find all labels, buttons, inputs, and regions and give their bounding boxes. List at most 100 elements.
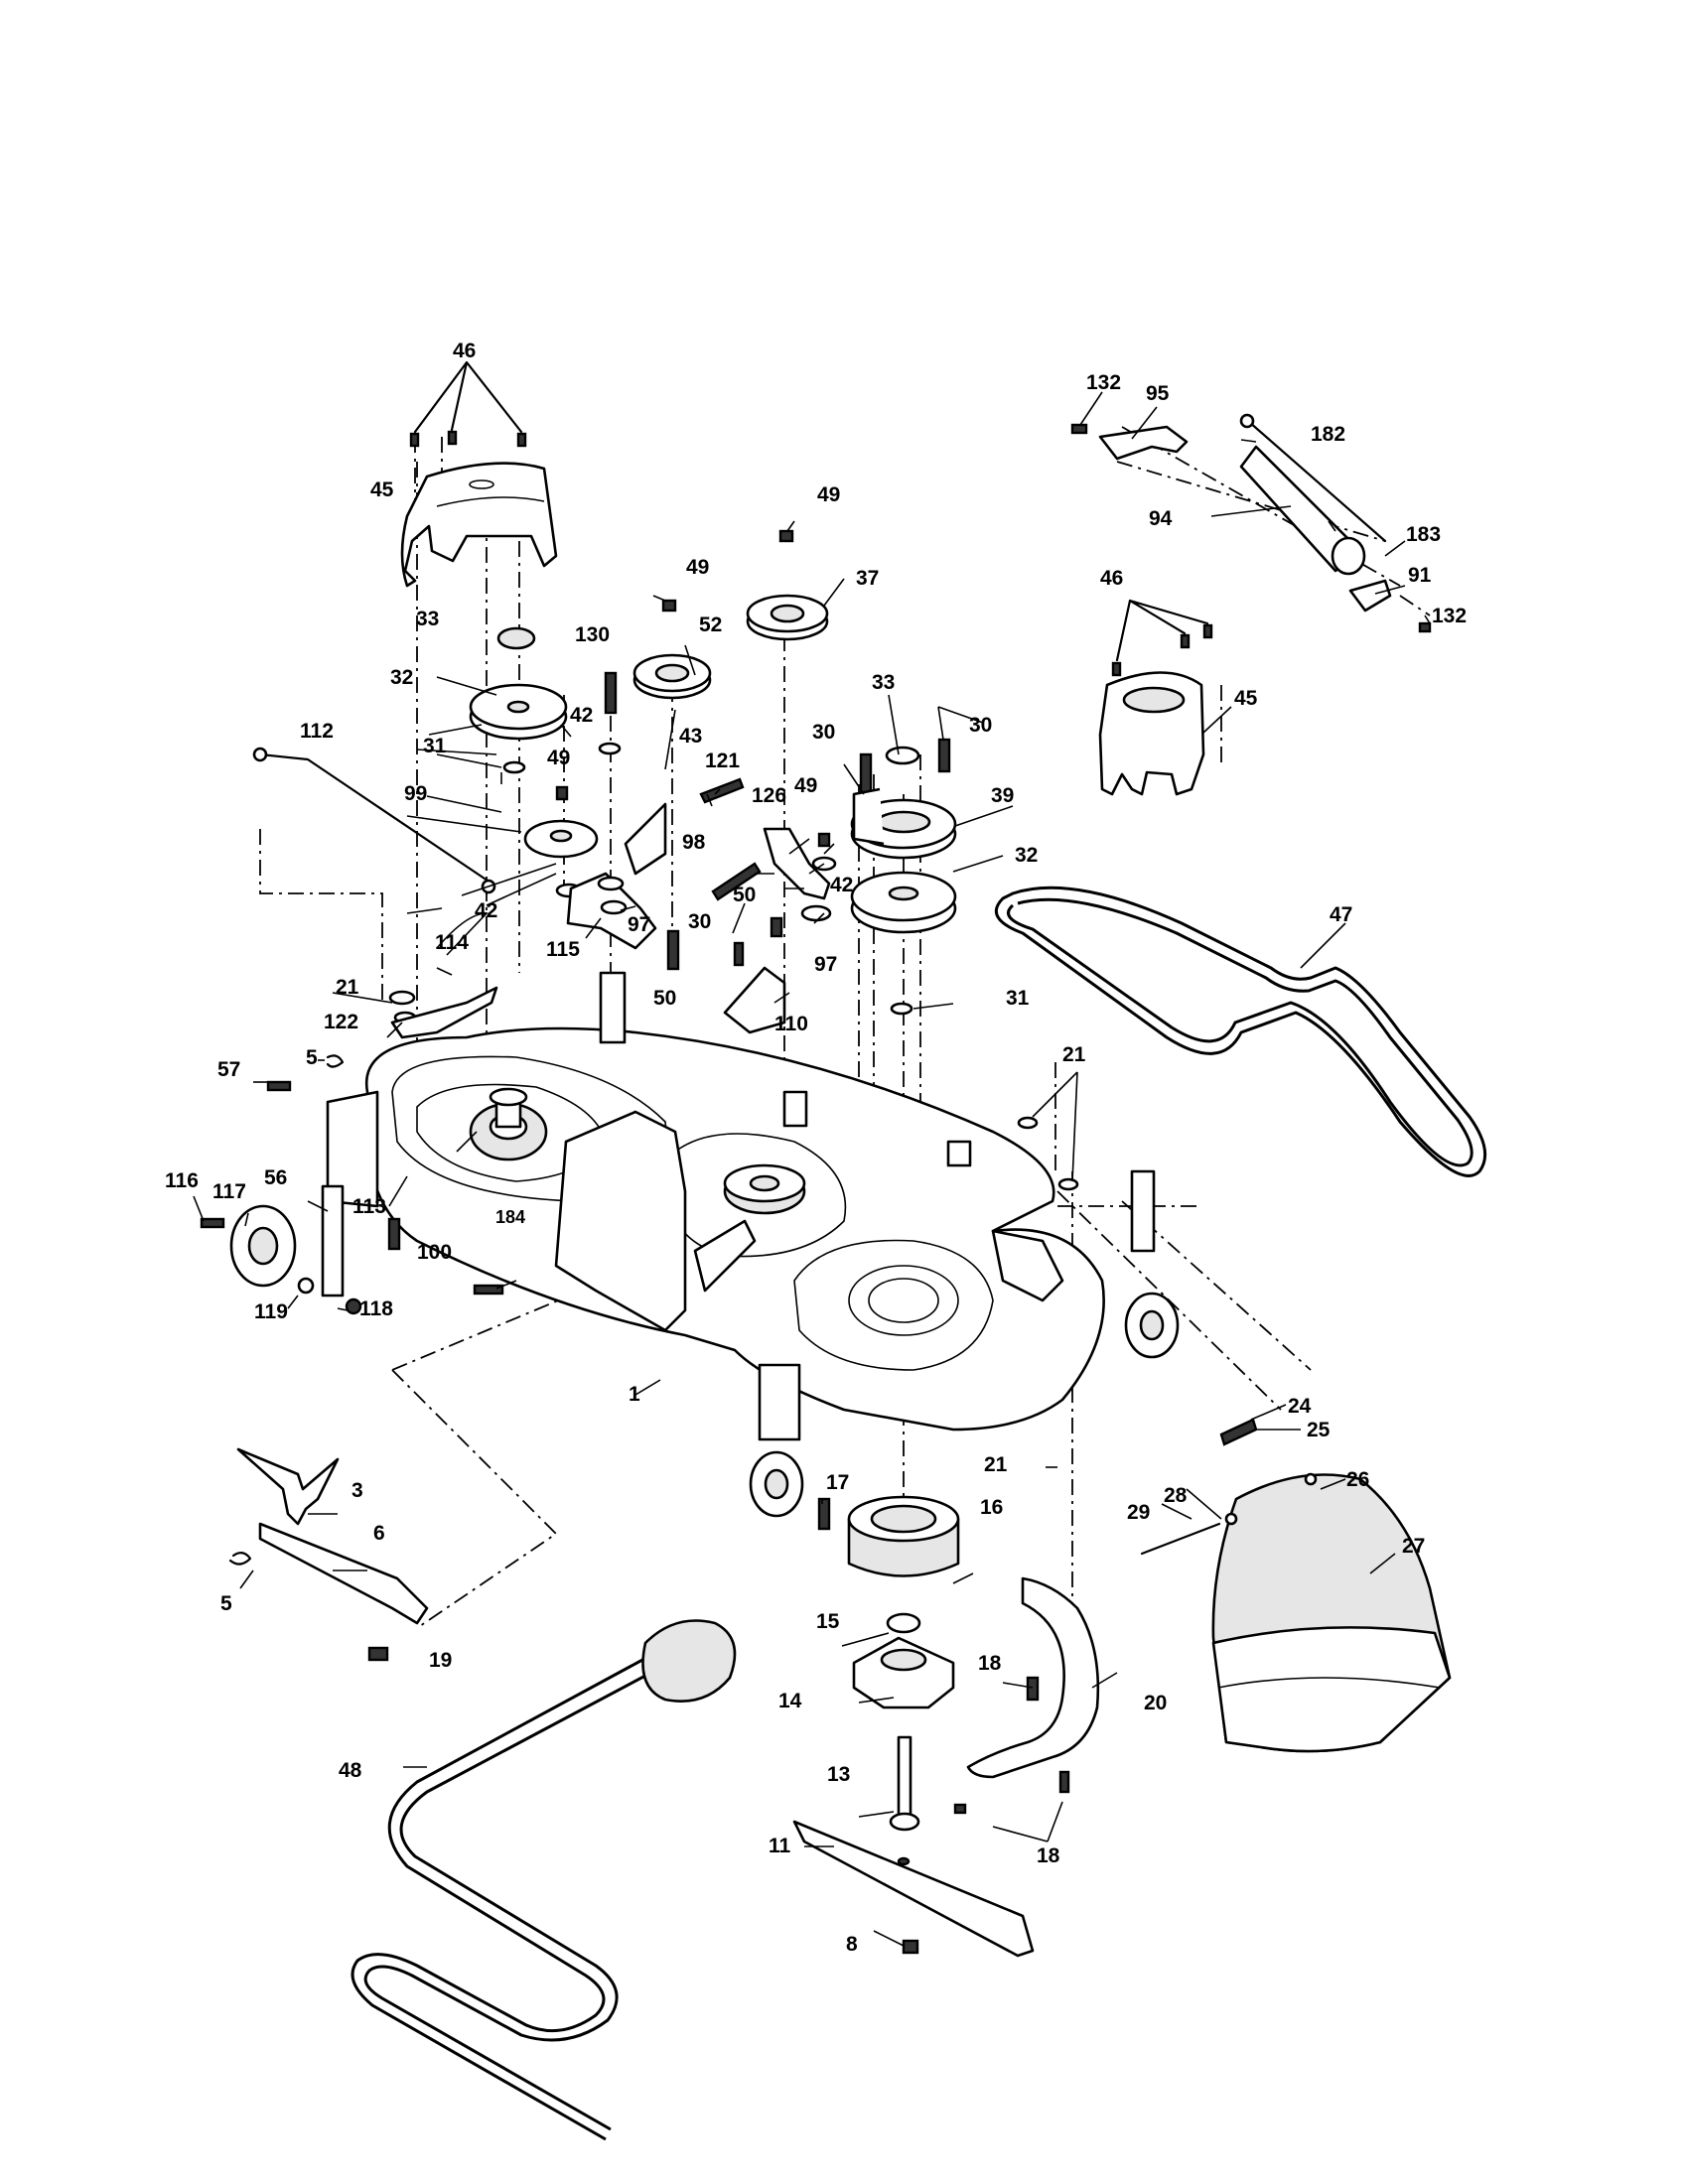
callout-126: 126: [752, 784, 786, 807]
callout-29: 29: [1127, 1501, 1150, 1524]
callout-42: 42: [570, 704, 593, 727]
leader-lines: [193, 391, 1431, 1947]
callout-57: 57: [217, 1058, 240, 1081]
callout-49: 49: [794, 774, 817, 797]
callout-37: 37: [856, 567, 879, 590]
callout-30: 30: [969, 714, 992, 737]
callout-115: 115: [546, 938, 580, 961]
callout-91: 91: [1408, 564, 1432, 587]
callout-3: 3: [351, 1479, 363, 1502]
springs-and-arms: [699, 777, 837, 1034]
center-pulleys: [632, 529, 829, 700]
callout-5: 5: [306, 1046, 318, 1069]
callout-121: 121: [705, 750, 740, 772]
callout-33: 33: [872, 671, 895, 694]
callout-14: 14: [778, 1690, 802, 1712]
left-belt-cover: [400, 462, 558, 588]
callout-15: 15: [816, 1610, 840, 1633]
callout-11: 11: [769, 1835, 791, 1857]
callout-48: 48: [339, 1759, 362, 1782]
callout-56: 56: [264, 1166, 287, 1189]
left-pulley-stack: [469, 626, 568, 774]
callout-116: 116: [165, 1169, 199, 1192]
callout-8: 8: [846, 1933, 858, 1956]
belt-48: [351, 1619, 737, 2141]
callout-113: 113: [352, 1195, 386, 1218]
callout-32: 32: [390, 666, 413, 689]
belt-47: [994, 886, 1487, 1177]
callout-27: 27: [1402, 1535, 1425, 1558]
callout-5: 5: [220, 1592, 232, 1615]
anti-scalp-roller-assembly: [1070, 413, 1432, 633]
callout-6: 6: [373, 1522, 385, 1545]
callout-98: 98: [682, 831, 706, 854]
callout-31: 31: [1006, 987, 1030, 1010]
callout-182: 182: [1311, 423, 1345, 446]
mower-deck: [326, 971, 1156, 1441]
callout-95: 95: [1146, 382, 1170, 405]
callout-100: 100: [417, 1241, 452, 1264]
deck-rod-112: [252, 747, 496, 895]
callout-30: 30: [688, 910, 711, 933]
left-brackets: [388, 986, 498, 1039]
callout-17: 17: [826, 1471, 849, 1494]
callout-47: 47: [1330, 903, 1352, 926]
callout-122: 122: [324, 1011, 358, 1033]
callout-99: 99: [404, 782, 427, 805]
callout-26: 26: [1346, 1468, 1369, 1491]
callout-16: 16: [980, 1496, 1003, 1519]
callout-130: 130: [575, 623, 610, 646]
callout-45: 45: [1234, 687, 1258, 710]
callout-39: 39: [991, 784, 1014, 807]
right-pulley-stack: [850, 738, 1079, 1191]
callout-18: 18: [978, 1652, 1002, 1675]
callout-19: 19: [429, 1649, 452, 1672]
callout-21: 21: [336, 976, 359, 999]
callout-49: 49: [686, 556, 709, 579]
callout-18: 18: [1037, 1844, 1060, 1867]
callout-119: 119: [254, 1300, 288, 1323]
callout-112: 112: [300, 720, 334, 743]
callout-183: 183: [1406, 523, 1441, 546]
callout-31: 31: [423, 735, 447, 757]
callout-45: 45: [370, 478, 394, 501]
bottom-left-linkage: [228, 1447, 429, 1662]
callout-43: 43: [679, 725, 702, 748]
callout-49: 49: [817, 483, 840, 506]
callout-32: 32: [1015, 844, 1038, 867]
callout-33: 33: [416, 608, 439, 630]
callout-117: 117: [212, 1180, 246, 1203]
callout-132: 132: [1432, 605, 1467, 627]
callout-46: 46: [1100, 567, 1123, 590]
callout-28: 28: [1164, 1484, 1188, 1507]
callout-42: 42: [830, 874, 853, 896]
callout-21: 21: [1062, 1043, 1086, 1066]
callout-184: 184: [495, 1207, 525, 1227]
baffle-and-blade: [792, 1576, 1100, 1958]
idler-assembly: [523, 671, 680, 971]
callout-52: 52: [699, 614, 722, 636]
callout-50: 50: [653, 987, 676, 1010]
callout-labels: 1 3 5 5 6 8 11 13 14 15 16 17 18 18 19 2…: [165, 340, 1467, 1956]
callout-97: 97: [628, 913, 650, 936]
callout-20: 20: [1144, 1692, 1167, 1714]
callout-118: 118: [359, 1297, 393, 1320]
callout-30: 30: [812, 721, 835, 744]
callout-110: 110: [774, 1013, 808, 1035]
spindle-assembly: [817, 1495, 960, 1832]
gauge-wheels: [200, 1054, 1180, 1518]
cover-screws-left: [409, 360, 527, 448]
callout-1: 1: [629, 1383, 640, 1406]
callout-97: 97: [814, 953, 837, 976]
callout-42: 42: [475, 899, 497, 922]
discharge-chute: [1140, 1418, 1452, 1753]
callout-24: 24: [1288, 1395, 1312, 1418]
callout-50: 50: [733, 884, 756, 906]
right-belt-cover: [1098, 599, 1213, 796]
callout-49: 49: [547, 747, 570, 769]
callout-25: 25: [1307, 1419, 1331, 1441]
callout-46: 46: [453, 340, 476, 362]
callout-94: 94: [1149, 507, 1173, 530]
callout-132: 132: [1086, 371, 1121, 394]
